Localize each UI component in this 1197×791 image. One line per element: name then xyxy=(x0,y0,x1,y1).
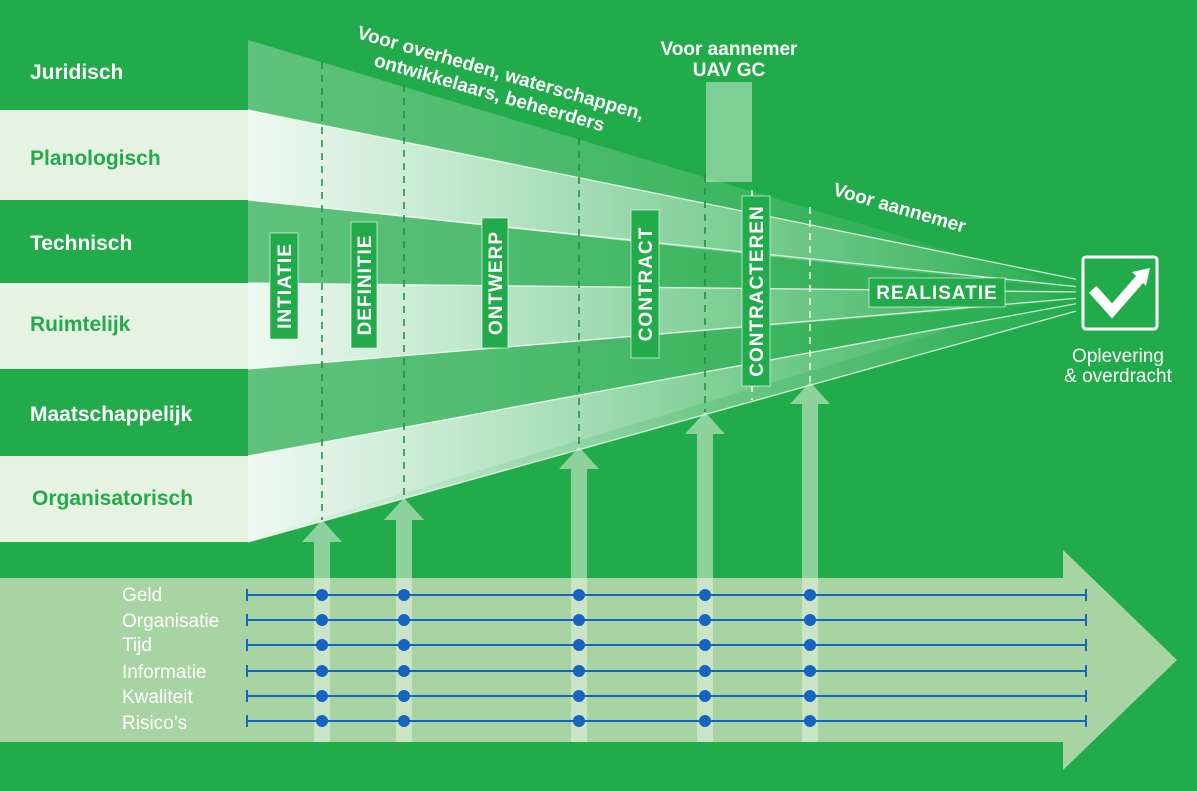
milestone-marker xyxy=(804,690,816,702)
milestone-marker xyxy=(316,639,328,651)
milestone-marker xyxy=(316,589,328,601)
resource-label: Tijd xyxy=(122,635,152,656)
milestone-marker xyxy=(699,589,711,601)
resource-label: Organisatie xyxy=(122,611,219,632)
milestone-marker xyxy=(804,665,816,677)
milestone-lines xyxy=(321,62,706,520)
milestone-marker xyxy=(804,589,816,601)
funnel-band xyxy=(248,110,1080,290)
funnel-band xyxy=(248,302,1080,542)
phase-label: ONTWERP xyxy=(486,231,507,335)
phase-ontwerp: ONTWERP xyxy=(481,217,509,349)
milestone-marker xyxy=(699,614,711,626)
milestone-marker xyxy=(398,639,410,651)
phase-intiatie: INTIATIE xyxy=(269,232,299,340)
milestone-marker xyxy=(316,614,328,626)
checkmark-arrow-icon xyxy=(1076,250,1164,336)
milestone-marker xyxy=(804,715,816,727)
resource-label: Risico’s xyxy=(122,713,187,734)
category-label-juridisch: Juridisch xyxy=(30,61,123,84)
milestone-marker xyxy=(316,690,328,702)
milestone-marker xyxy=(699,715,711,727)
milestone-marker xyxy=(573,639,585,651)
milestone-marker xyxy=(804,614,816,626)
milestone-marker xyxy=(316,665,328,677)
end-label-line1: Oplevering xyxy=(1072,346,1164,367)
milestone-marker xyxy=(398,614,410,626)
milestone-marker xyxy=(573,715,585,727)
header-aannemer-uav-line2: UAV GC xyxy=(693,60,766,81)
phase-contract: CONTRACT xyxy=(630,209,660,359)
phase-label: DEFINITIE xyxy=(355,235,376,336)
phase-label: CONTRACT xyxy=(636,227,657,342)
phase-contracteren: CONTRACTEREN xyxy=(741,195,771,387)
milestone-marker xyxy=(316,715,328,727)
milestone-marker xyxy=(804,639,816,651)
phase-realisatie: REALISATIE xyxy=(868,277,1006,308)
category-row-bg xyxy=(0,456,248,542)
resource-label: Kwaliteit xyxy=(122,687,193,708)
milestone-marker xyxy=(573,665,585,677)
end-label-line2: & overdracht xyxy=(1064,366,1172,387)
category-label-planologisch: Planologisch xyxy=(30,147,161,170)
phase-label: INTIATIE xyxy=(275,243,296,329)
milestone-marker xyxy=(573,690,585,702)
milestone-marker xyxy=(398,690,410,702)
category-row-bg xyxy=(0,110,248,200)
resource-label: Informatie xyxy=(122,662,206,683)
header-aannemer-uav-line1: Voor aannemer xyxy=(661,39,799,60)
milestone-marker xyxy=(398,589,410,601)
milestone-marker xyxy=(398,715,410,727)
milestone-marker xyxy=(699,665,711,677)
milestone-marker xyxy=(699,639,711,651)
category-label-maatschappelijk: Maatschappelijk xyxy=(30,403,193,426)
resource-label: Geld xyxy=(122,585,162,606)
milestone-marker xyxy=(573,614,585,626)
category-label-technisch: Technisch xyxy=(30,232,132,255)
category-row-bg xyxy=(0,283,248,369)
phase-label: CONTRACTEREN xyxy=(747,205,768,376)
category-label-ruimtelijk: Ruimtelijk xyxy=(30,313,131,336)
phase-definitie: DEFINITIE xyxy=(350,221,378,349)
milestone-marker xyxy=(398,665,410,677)
milestone-marker xyxy=(573,589,585,601)
milestone-marker xyxy=(699,690,711,702)
timeline-arrow xyxy=(0,550,1177,770)
resource-tracks xyxy=(246,589,1087,727)
phase-label: REALISATIE xyxy=(876,283,998,304)
uav-gc-indicator xyxy=(706,82,752,182)
category-label-organisatorisch: Organisatorisch xyxy=(32,487,193,510)
